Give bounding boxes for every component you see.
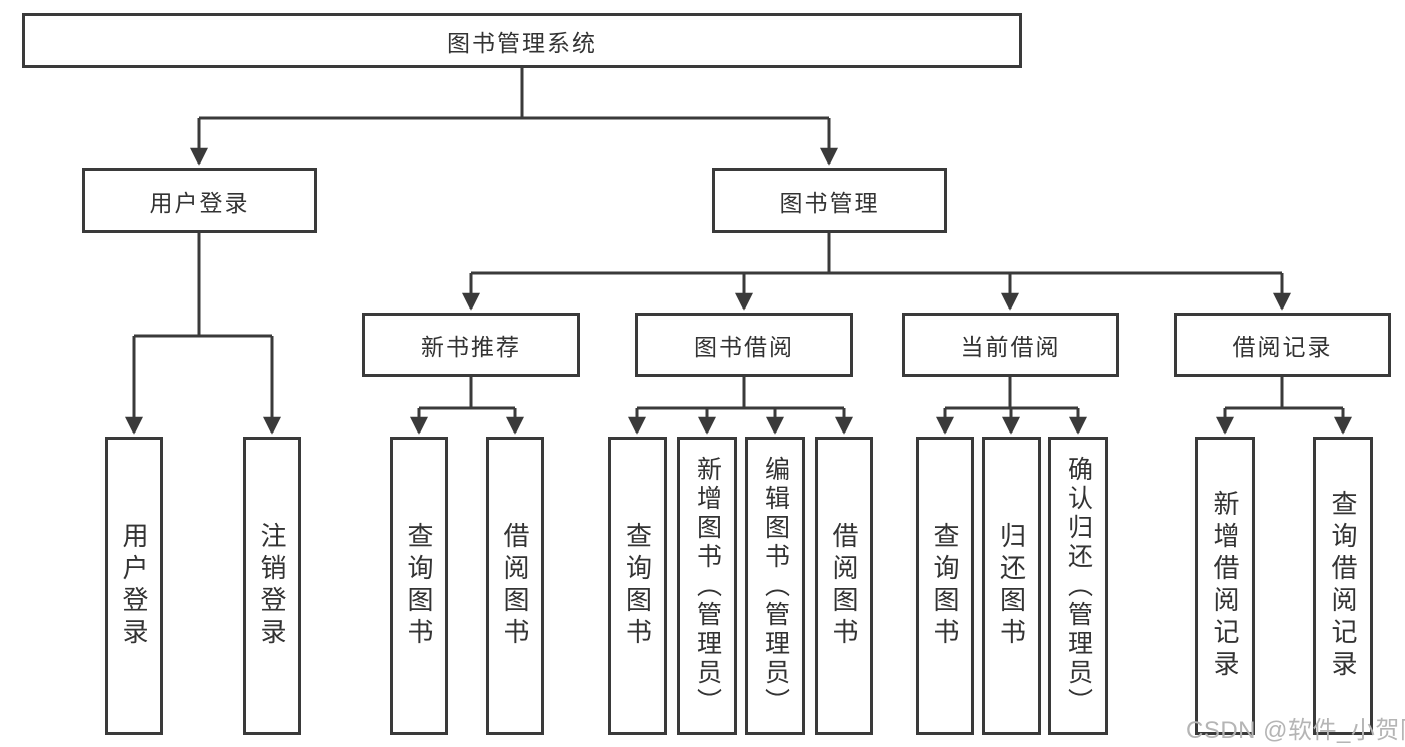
node-root-library-system: 图书管理系统 bbox=[22, 13, 1022, 68]
leaf-logout-label: 注销登录 bbox=[257, 522, 287, 650]
leaf-query-books-2-label: 查询图书 bbox=[622, 522, 653, 650]
node-borrowing-records: 借阅记录 bbox=[1174, 313, 1391, 377]
node-new-book-recommend: 新书推荐 bbox=[362, 313, 580, 377]
connector-book-borrowing-to-leaves bbox=[637, 377, 844, 410]
leaf-edit-books-admin-label: 编辑图书（管理员） bbox=[761, 455, 790, 717]
node-book-management-label: 图书管理 bbox=[779, 189, 880, 216]
connector-root-to-level2 bbox=[199, 66, 829, 120]
connector-current-borrowing-to-leaves bbox=[945, 377, 1078, 410]
leaf-query-books-1: 查询图书 bbox=[390, 437, 448, 735]
node-user-login-label: 用户登录 bbox=[149, 189, 250, 216]
leaf-confirm-return-admin-label: 确认归还（管理员） bbox=[1064, 455, 1093, 717]
leaf-add-borrow-record: 新增借阅记录 bbox=[1195, 437, 1255, 735]
leaf-query-borrow-record-label: 查询借阅记录 bbox=[1328, 490, 1358, 682]
leaf-borrow-books-1-label: 借阅图书 bbox=[500, 522, 530, 650]
leaf-borrow-books-2: 借阅图书 bbox=[815, 437, 873, 735]
node-borrowing-records-label: 借阅记录 bbox=[1232, 334, 1333, 360]
connector-borrowing-records-to-leaves bbox=[1225, 377, 1343, 410]
leaf-user-login-label: 用户登录 bbox=[119, 522, 149, 650]
leaf-borrow-books-1: 借阅图书 bbox=[486, 437, 544, 735]
connector-book-management-to-level3 bbox=[471, 233, 1282, 275]
node-book-borrowing-label: 图书借阅 bbox=[694, 334, 794, 360]
leaf-query-books-3-label: 查询图书 bbox=[930, 522, 960, 650]
node-book-management: 图书管理 bbox=[712, 168, 947, 233]
leaf-return-books-label: 归还图书 bbox=[996, 522, 1027, 650]
leaf-confirm-return-admin: 确认归还（管理员） bbox=[1048, 437, 1108, 735]
node-root-label: 图书管理系统 bbox=[447, 29, 597, 56]
leaf-add-books-admin-label: 新增图书（管理员） bbox=[693, 455, 722, 717]
leaf-user-login: 用户登录 bbox=[105, 437, 163, 735]
leaf-query-books-2: 查询图书 bbox=[608, 437, 667, 735]
node-current-borrowing: 当前借阅 bbox=[902, 313, 1119, 377]
node-current-borrowing-label: 当前借阅 bbox=[960, 334, 1061, 360]
leaf-query-borrow-record: 查询借阅记录 bbox=[1313, 437, 1373, 735]
leaf-return-books: 归还图书 bbox=[982, 437, 1041, 735]
leaf-logout: 注销登录 bbox=[243, 437, 301, 735]
csdn-watermark: CSDN @软件_小贺同学 bbox=[1186, 717, 1405, 744]
leaf-query-books-1-label: 查询图书 bbox=[404, 522, 434, 650]
node-new-book-recommend-label: 新书推荐 bbox=[421, 334, 521, 360]
leaf-add-borrow-record-label: 新增借阅记录 bbox=[1210, 490, 1240, 682]
leaf-borrow-books-2-label: 借阅图书 bbox=[829, 522, 859, 650]
leaf-edit-books-admin: 编辑图书（管理员） bbox=[745, 437, 805, 735]
node-book-borrowing: 图书借阅 bbox=[635, 313, 853, 377]
connector-new-book-recommend-to-leaves bbox=[419, 377, 515, 410]
leaf-add-books-admin: 新增图书（管理员） bbox=[677, 437, 737, 735]
node-user-login: 用户登录 bbox=[82, 168, 317, 233]
leaf-query-books-3: 查询图书 bbox=[916, 437, 974, 735]
connector-user-login-to-leaves bbox=[134, 233, 272, 338]
